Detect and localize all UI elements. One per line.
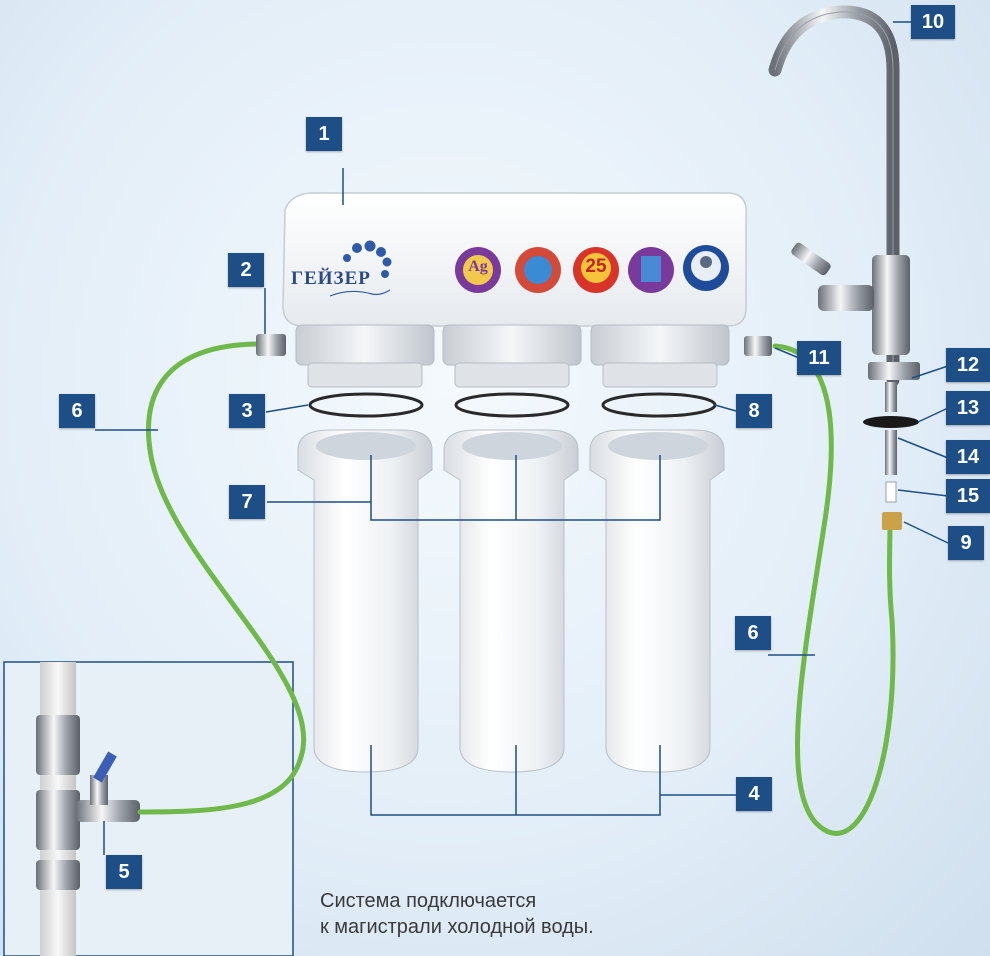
callout-15: 15: [946, 479, 990, 513]
callout-13: 13: [946, 391, 990, 425]
callout-12: 12: [946, 348, 990, 382]
callout-10: 10: [911, 5, 955, 39]
filter-head-bracket: [282, 192, 747, 327]
callout-3: 3: [229, 394, 265, 428]
badge-years-label: 25: [585, 256, 607, 277]
filter-housing-2: [442, 324, 582, 773]
callout-7: 7: [229, 485, 265, 519]
callout-11: 11: [797, 341, 841, 375]
callout-8: 8: [736, 394, 772, 428]
faucet: [768, 5, 920, 530]
brand-logo-text: ГЕЙЗЕР: [291, 268, 371, 289]
caption: Система подключается к магистрали холодн…: [320, 888, 594, 940]
caption-line-2: к магистрали холодной воды.: [320, 916, 594, 938]
callout-4: 4: [736, 777, 772, 811]
badge-silver-label: Ag: [468, 258, 488, 275]
callout-14: 14: [946, 440, 990, 474]
leader-lines: [95, 21, 949, 855]
outlet-hose: [772, 343, 896, 836]
callout-9: 9: [948, 526, 984, 560]
main-water-pipe: [36, 662, 80, 956]
certification-badges: [455, 245, 729, 293]
caption-line-1: Система подключается: [320, 890, 537, 912]
outlet-fitting: [744, 336, 772, 356]
filter-housing-1: [295, 324, 435, 773]
logo-swash: [329, 289, 391, 297]
callout-5: 5: [106, 855, 142, 889]
callout-6-right: 6: [735, 616, 771, 650]
callout-6-left: 6: [59, 394, 95, 428]
callout-1: 1: [306, 117, 342, 151]
inlet-valve: [76, 751, 140, 822]
inlet-fitting: [256, 334, 286, 356]
inlet-hose: [137, 341, 307, 815]
callout-2: 2: [228, 253, 264, 287]
filter-housing-3: [589, 324, 730, 773]
